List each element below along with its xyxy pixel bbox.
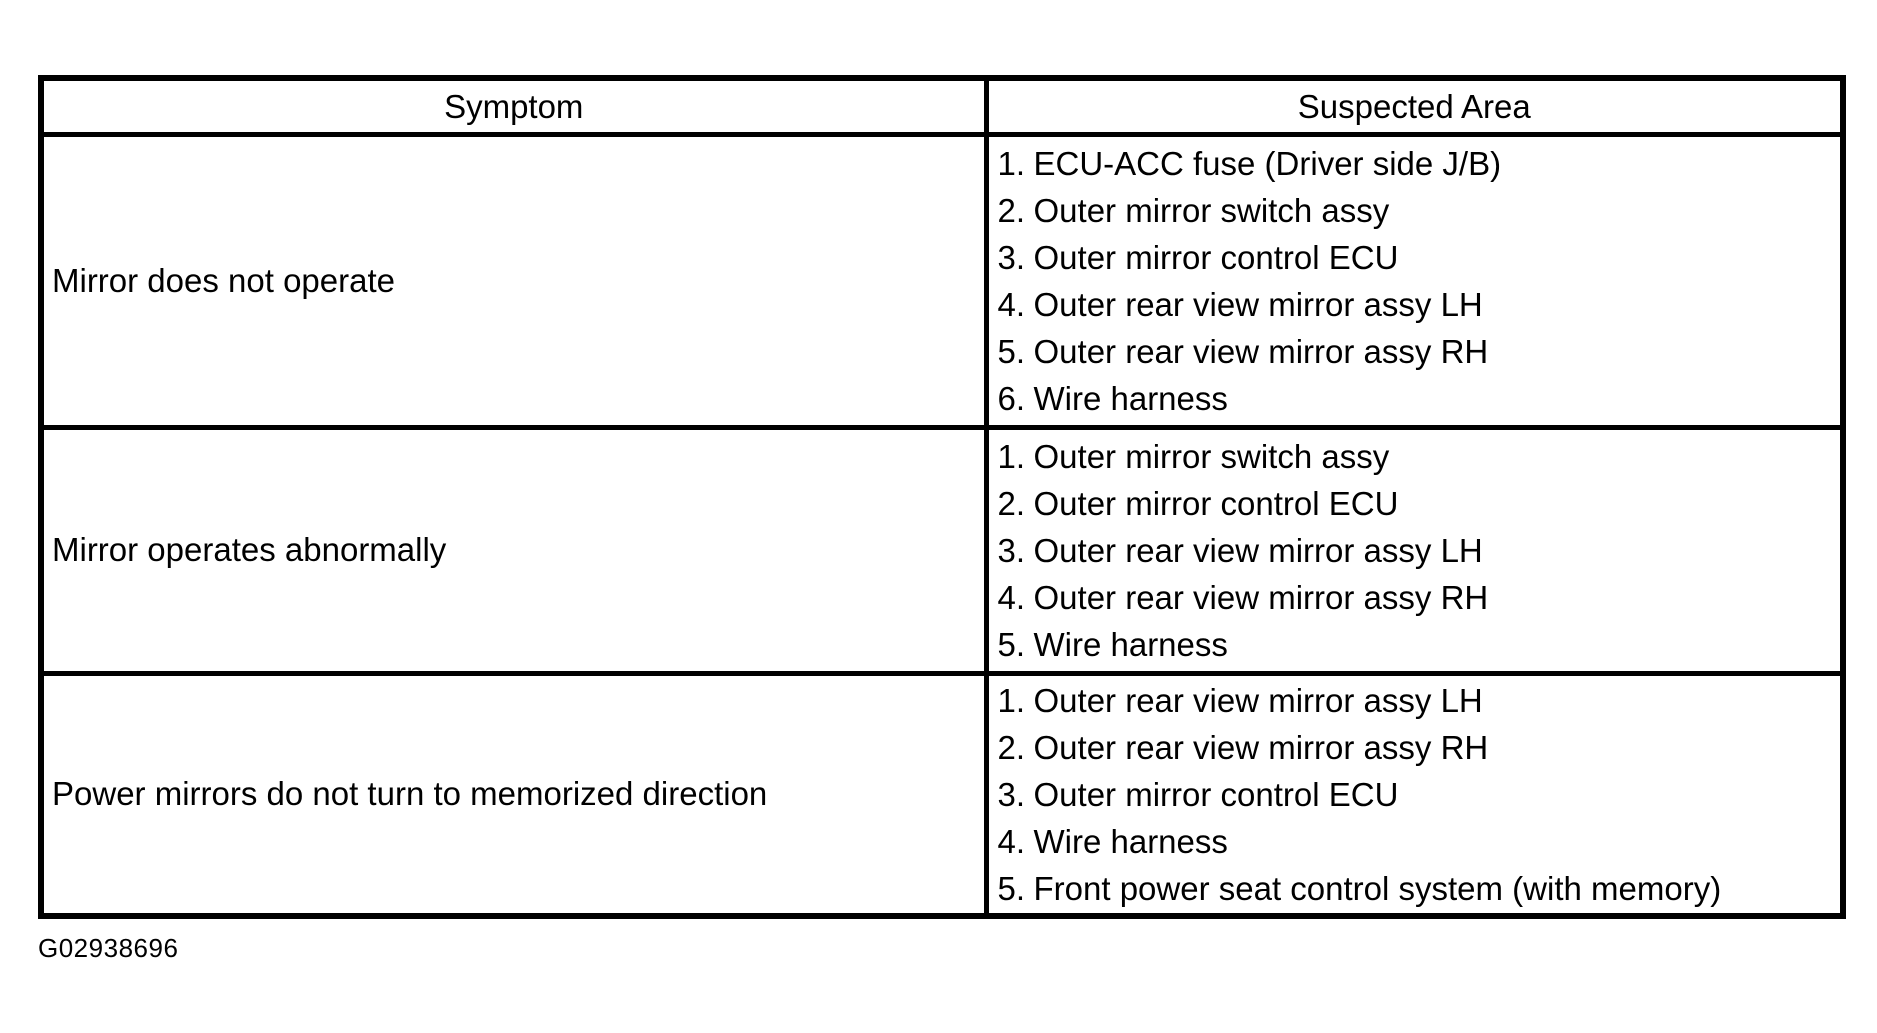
item-text: Outer mirror switch assy xyxy=(1033,437,1390,475)
suspected-area-cell: 1.Outer rear view mirror assy LH 2.Outer… xyxy=(983,670,1846,919)
table-header-row: Symptom Suspected Area xyxy=(38,75,1846,137)
item-text: Wire harness xyxy=(1033,379,1228,417)
figure-code: G02938696 xyxy=(38,933,179,963)
suspected-area-item: 4.Outer rear view mirror assy LH xyxy=(998,281,1841,328)
suspected-area-item: 3.Outer mirror control ECU xyxy=(998,234,1841,281)
item-number: 5. xyxy=(997,332,1026,370)
item-text: Outer rear view mirror assy LH xyxy=(1033,531,1483,569)
item-number: 2. xyxy=(997,191,1026,229)
suspected-area-item: 2.Outer mirror control ECU xyxy=(998,480,1841,527)
symptom-cell: Mirror does not operate xyxy=(38,131,989,430)
suspected-area-item: 2.Outer rear view mirror assy RH xyxy=(998,724,1841,771)
item-text: Outer mirror control ECU xyxy=(1033,775,1399,813)
symptom-troubleshooting-table: Symptom Suspected Area Mirror does not o… xyxy=(38,75,1846,919)
item-text: Outer rear view mirror assy RH xyxy=(1033,332,1489,370)
item-text: Front power seat control system (with me… xyxy=(1033,869,1722,907)
suspected-area-item: 5.Wire harness xyxy=(998,621,1841,668)
suspected-area-item: 5.Front power seat control system (with … xyxy=(998,865,1841,912)
item-text: Outer mirror control ECU xyxy=(1033,484,1399,522)
symptom-column-header: Symptom xyxy=(38,75,989,137)
item-text: Outer mirror switch assy xyxy=(1033,191,1390,229)
item-number: 3. xyxy=(997,531,1026,569)
suspected-area-item: 1.Outer rear view mirror assy LH xyxy=(998,677,1841,724)
item-number: 5. xyxy=(997,869,1026,907)
table-row: Mirror does not operate 1.ECU-ACC fuse (… xyxy=(38,131,1846,430)
item-text: Outer rear view mirror assy RH xyxy=(1033,578,1489,616)
suspected-area-item: 1.ECU-ACC fuse (Driver side J/B) xyxy=(998,140,1841,187)
suspected-area-item: 5.Outer rear view mirror assy RH xyxy=(998,328,1841,375)
symptom-cell: Power mirrors do not turn to memorized d… xyxy=(38,670,989,919)
item-number: 1. xyxy=(997,681,1026,719)
item-number: 4. xyxy=(997,285,1026,323)
item-number: 1. xyxy=(997,144,1026,182)
suspected-area-item: 4.Wire harness xyxy=(998,818,1841,865)
item-number: 3. xyxy=(997,238,1026,276)
suspected-area-list: 1.Outer rear view mirror assy LH 2.Outer… xyxy=(989,677,1841,912)
suspected-area-item: 1.Outer mirror switch assy xyxy=(998,433,1841,480)
item-text: Outer rear view mirror assy LH xyxy=(1033,681,1483,719)
item-number: 6. xyxy=(997,379,1026,417)
item-number: 4. xyxy=(997,822,1026,860)
symptom-cell: Mirror operates abnormally xyxy=(38,424,989,676)
table-row: Power mirrors do not turn to memorized d… xyxy=(38,670,1846,919)
suspected-area-item: 2.Outer mirror switch assy xyxy=(998,187,1841,234)
item-number: 2. xyxy=(997,728,1026,766)
suspected-area-item: 6.Wire harness xyxy=(998,375,1841,422)
item-number: 4. xyxy=(997,578,1026,616)
suspected-area-item: 4.Outer rear view mirror assy RH xyxy=(998,574,1841,621)
suspected-area-list: 1.Outer mirror switch assy 2.Outer mirro… xyxy=(989,433,1841,668)
item-text: Outer rear view mirror assy RH xyxy=(1033,728,1489,766)
suspected-area-list: 1.ECU-ACC fuse (Driver side J/B) 2.Outer… xyxy=(989,140,1841,422)
suspected-area-item: 3.Outer rear view mirror assy LH xyxy=(998,527,1841,574)
item-number: 5. xyxy=(997,625,1026,663)
table-row: Mirror operates abnormally 1.Outer mirro… xyxy=(38,424,1846,676)
item-text: Wire harness xyxy=(1033,625,1228,663)
item-text: Outer mirror control ECU xyxy=(1033,238,1399,276)
item-text: Wire harness xyxy=(1033,822,1228,860)
item-text: Outer rear view mirror assy LH xyxy=(1033,285,1483,323)
item-number: 1. xyxy=(997,437,1026,475)
item-number: 2. xyxy=(997,484,1026,522)
item-number: 3. xyxy=(997,775,1026,813)
suspected-area-cell: 1.ECU-ACC fuse (Driver side J/B) 2.Outer… xyxy=(983,131,1846,430)
suspected-area-cell: 1.Outer mirror switch assy 2.Outer mirro… xyxy=(983,424,1846,676)
suspected-area-column-header: Suspected Area xyxy=(983,75,1846,137)
item-text: ECU-ACC fuse (Driver side J/B) xyxy=(1033,144,1502,182)
suspected-area-item: 3.Outer mirror control ECU xyxy=(998,771,1841,818)
